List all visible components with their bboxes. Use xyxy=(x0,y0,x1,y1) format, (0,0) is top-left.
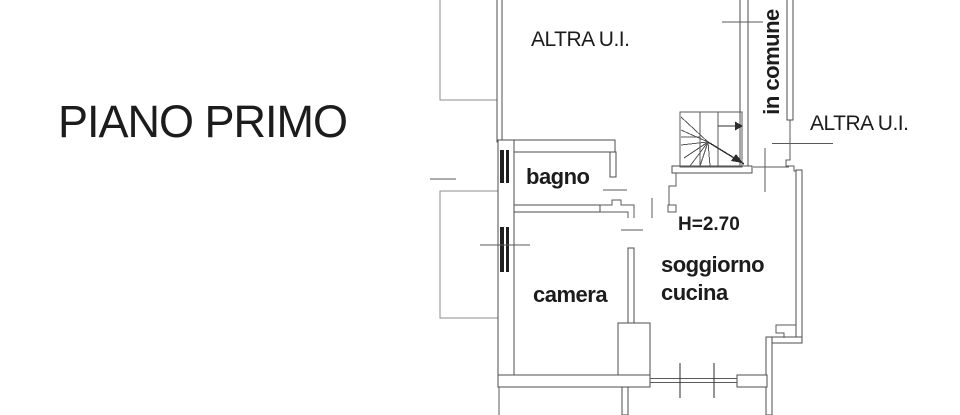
window-bagno xyxy=(500,150,509,183)
balcony-left xyxy=(439,190,499,319)
wall-altra-left xyxy=(496,0,503,143)
window-camera xyxy=(500,227,509,272)
wall-bagno-south xyxy=(513,204,601,213)
wall-bagno-east xyxy=(609,151,617,178)
wall-below-stub xyxy=(621,386,629,415)
room-label-in-comune: in comune xyxy=(759,9,784,115)
door-marks xyxy=(603,143,833,231)
wall-bottom-left xyxy=(497,374,651,388)
dimension-ticks xyxy=(430,21,763,246)
room-label-soggiorno: soggiorno xyxy=(661,252,765,277)
wall-corridor-right xyxy=(786,0,794,121)
wall-interior-block xyxy=(617,322,651,376)
wall-bottom-right xyxy=(736,374,768,388)
room-label-bagno: bagno xyxy=(526,164,590,189)
room-label-cucina: cucina xyxy=(661,280,728,305)
balcony-top-left xyxy=(439,0,499,101)
room-label-altra-ui-right: ALTRA U.I. xyxy=(810,112,909,135)
window-soggiorno xyxy=(650,363,737,398)
wall-stair-right xyxy=(739,0,749,174)
page-title: PIANO PRIMO xyxy=(58,96,348,147)
stair-arrow-icon xyxy=(731,154,743,163)
wall-soggiorno-right xyxy=(795,169,803,341)
stairs xyxy=(679,111,745,168)
wall-details xyxy=(498,120,796,415)
wall-altra-bottom xyxy=(497,139,616,153)
ceiling-height-note: H=2.70 xyxy=(678,214,740,235)
wall-camera-soggiorno xyxy=(627,247,635,324)
walls xyxy=(496,0,803,415)
stair-arrow-top-icon xyxy=(735,121,743,131)
wall-stair-bottom xyxy=(671,165,753,174)
room-label-altra-ui-top: ALTRA U.I. xyxy=(531,28,630,51)
room-label-camera: camera xyxy=(533,282,608,307)
